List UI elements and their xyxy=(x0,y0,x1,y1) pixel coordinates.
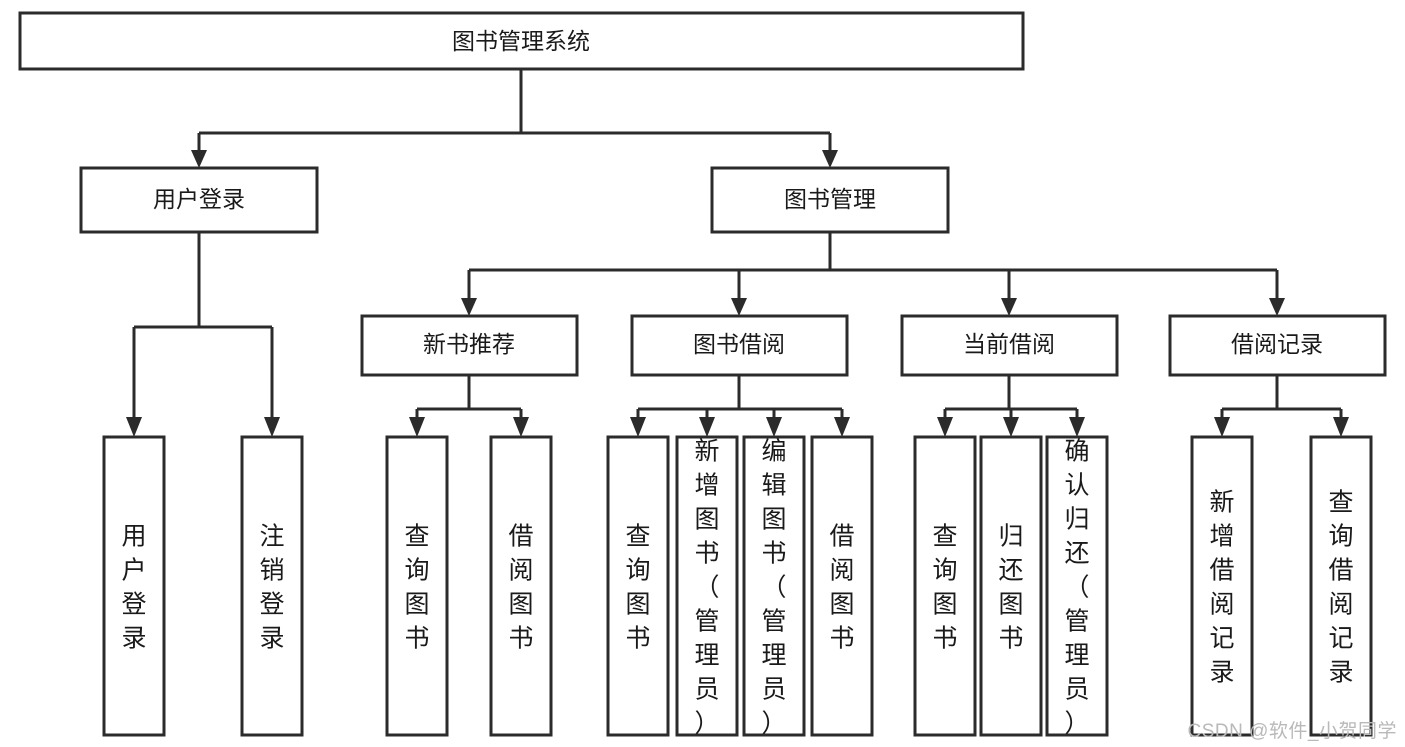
node-book-manage-label: 图书管理 xyxy=(784,186,876,212)
leaf-br-query-record-box[interactable] xyxy=(1309,435,1373,737)
arrow-cb-leaf1 xyxy=(937,417,953,437)
leaf-cb-return-book-box[interactable] xyxy=(979,435,1043,737)
arrow-ul-leaf2 xyxy=(264,417,280,437)
leaf-node[interactable]: 用户登录 xyxy=(102,435,166,737)
leaf-bb-edit-book-box[interactable] xyxy=(742,435,806,737)
node-book-manage[interactable]: 图书管理 xyxy=(710,166,950,234)
node-current-borrow[interactable]: 当前借阅 xyxy=(900,314,1119,377)
leaf-nbr-borrow-book-box[interactable] xyxy=(489,435,553,737)
leaf-node[interactable]: 注销登录 xyxy=(240,435,304,737)
arrow-br-leaf1 xyxy=(1214,417,1230,437)
node-new-book-recommend-label: 新书推荐 xyxy=(423,331,515,357)
leaf-node[interactable]: 新增借阅记录 xyxy=(1190,435,1254,737)
leaf-br-add-record-label: 新增借阅记录 xyxy=(1209,489,1234,687)
arrow-new-book xyxy=(461,298,477,316)
node-current-borrow-label: 当前借阅 xyxy=(963,331,1055,357)
arrow-nbr-leaf2 xyxy=(513,417,529,437)
leaf-bb-borrow-book-box[interactable] xyxy=(810,435,874,737)
leaf-cb-confirm-return-box[interactable] xyxy=(1045,435,1109,737)
node-book-borrow-box[interactable] xyxy=(630,314,849,377)
leaf-node[interactable]: 查询图书 xyxy=(385,435,449,737)
leaf-br-query-record-label: 查询借阅记录 xyxy=(1328,489,1353,687)
arrow-current-borrow xyxy=(1001,298,1017,316)
leaf-nbr-query-book-box[interactable] xyxy=(385,435,449,737)
node-borrow-records-box[interactable] xyxy=(1168,314,1387,377)
leaf-bb-borrow-book-label: 借阅图书 xyxy=(829,523,854,653)
arrow-br-leaf2 xyxy=(1333,417,1349,437)
node-root-box[interactable] xyxy=(18,11,1025,71)
leaf-cb-query-book-box[interactable] xyxy=(913,435,977,737)
leaf-bb-query-book-label: 查询图书 xyxy=(625,523,650,653)
leaf-node[interactable]: 查询借阅记录 xyxy=(1309,435,1373,737)
leaf-bb-add-book-box[interactable] xyxy=(675,435,739,737)
leaf-user-login-label: 用户登录 xyxy=(121,523,146,653)
arrow-cb-leaf2 xyxy=(1003,417,1019,437)
node-user-login-label: 用户登录 xyxy=(153,186,245,212)
node-new-book-recommend-box[interactable] xyxy=(360,314,579,377)
leaf-bb-add-book-label: 新增图书（管理员） xyxy=(694,438,719,738)
arrow-bb-leaf2 xyxy=(699,417,715,437)
node-current-borrow-box[interactable] xyxy=(900,314,1119,377)
arrow-user-login xyxy=(191,150,207,168)
node-book-borrow[interactable]: 图书借阅 xyxy=(630,314,849,377)
leaf-cb-confirm-return-label: 确认归还（管理员） xyxy=(1064,438,1089,738)
arrow-bb-leaf3 xyxy=(766,417,782,437)
leaf-node[interactable]: 新增图书（管理员） xyxy=(675,435,739,738)
connector-group xyxy=(126,69,1349,437)
leaf-br-add-record-box[interactable] xyxy=(1190,435,1254,737)
arrow-bb-leaf4 xyxy=(834,417,850,437)
node-user-login[interactable]: 用户登录 xyxy=(79,166,319,234)
leaf-node[interactable]: 借阅图书 xyxy=(810,435,874,737)
leaf-node[interactable]: 查询图书 xyxy=(606,435,670,737)
arrow-cb-leaf3 xyxy=(1069,417,1085,437)
leaf-cb-query-book-label: 查询图书 xyxy=(932,523,957,653)
leaf-node[interactable]: 归还图书 xyxy=(979,435,1043,737)
leaf-node[interactable]: 查询图书 xyxy=(913,435,977,737)
arrow-borrow-records xyxy=(1269,298,1285,316)
watermark-label: CSDN @软件_小贺同学 xyxy=(1187,721,1397,742)
leaf-logout-label: 注销登录 xyxy=(259,523,284,653)
node-borrow-records-label: 借阅记录 xyxy=(1231,331,1323,357)
arrow-book-borrow xyxy=(731,298,747,316)
leaf-node[interactable]: 借阅图书 xyxy=(489,435,553,737)
arrow-nbr-leaf1 xyxy=(409,417,425,437)
leaf-user-login-box[interactable] xyxy=(102,435,166,737)
leaf-bb-edit-book-label: 编辑图书（管理员） xyxy=(761,438,786,738)
arrow-book-manage xyxy=(822,150,838,168)
node-root[interactable]: 图书管理系统 xyxy=(18,11,1025,71)
node-book-borrow-label: 图书借阅 xyxy=(693,331,785,357)
leaf-nbr-query-book-label: 查询图书 xyxy=(404,523,429,653)
node-root-label: 图书管理系统 xyxy=(452,28,590,54)
leaf-node[interactable]: 确认归还（管理员） xyxy=(1045,435,1109,738)
arrow-bb-leaf1 xyxy=(630,417,646,437)
node-book-manage-box[interactable] xyxy=(710,166,950,234)
node-user-login-box[interactable] xyxy=(79,166,319,234)
leaf-cb-return-book-label: 归还图书 xyxy=(998,523,1023,653)
arrow-ul-leaf1 xyxy=(126,417,142,437)
node-new-book-recommend[interactable]: 新书推荐 xyxy=(360,314,579,377)
leaf-node[interactable]: 编辑图书（管理员） xyxy=(742,435,806,738)
node-borrow-records[interactable]: 借阅记录 xyxy=(1168,314,1387,377)
leaf-nbr-borrow-book-label: 借阅图书 xyxy=(508,523,533,653)
leaf-bb-query-book-box[interactable] xyxy=(606,435,670,737)
leaf-logout-box[interactable] xyxy=(240,435,304,737)
